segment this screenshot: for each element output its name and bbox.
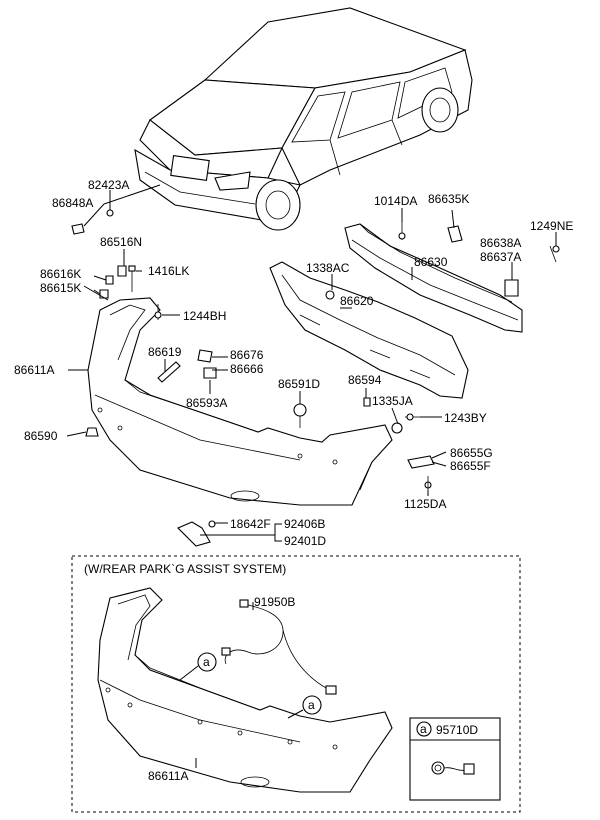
label-86611a-bottom: 86611A <box>148 769 188 783</box>
label-86638a: 86638A <box>480 236 521 250</box>
label-95710d: 95710D <box>436 723 478 737</box>
part-labels: 82423A 86848A 86516N 86616K 86615K 1416L… <box>14 178 573 548</box>
label-86655g: 86655G <box>450 446 493 460</box>
label-1416lk: 1416LK <box>148 264 189 278</box>
bumper-cover-main <box>87 297 393 506</box>
label-86620: 86620 <box>340 294 374 308</box>
label-86666: 86666 <box>230 362 264 376</box>
label-1335ja: 1335JA <box>372 394 413 408</box>
callout-a-legend: a <box>420 722 427 736</box>
inset-title: (W/REAR PARK`G ASSIST SYSTEM) <box>84 562 286 576</box>
label-1125da: 1125DA <box>404 497 446 511</box>
leader-lines <box>66 184 557 542</box>
callout-a-1: a <box>203 655 210 669</box>
label-18642f: 18642F <box>230 517 271 531</box>
label-86637a: 86637A <box>480 250 521 264</box>
label-91950b: 91950B <box>254 595 295 609</box>
label-92401d: 92401D <box>284 534 326 548</box>
label-86630: 86630 <box>414 255 448 269</box>
label-1338ac: 1338AC <box>306 261 350 275</box>
label-86594: 86594 <box>348 373 382 387</box>
small-parts <box>71 209 560 547</box>
label-1249ne: 1249NE <box>530 219 573 233</box>
energy-absorber <box>269 261 469 399</box>
label-86591d: 86591D <box>278 377 320 391</box>
label-86516n: 86516N <box>100 235 142 249</box>
label-86848a: 86848A <box>52 196 93 210</box>
back-beam <box>344 223 523 333</box>
label-86676: 86676 <box>230 348 264 362</box>
label-86593a: 86593A <box>186 396 227 410</box>
label-1014da: 1014DA <box>374 194 417 208</box>
label-1244bh: 1244BH <box>183 309 226 323</box>
label-86619: 86619 <box>148 345 182 359</box>
label-86615k: 86615K <box>40 281 81 295</box>
label-82423a: 82423A <box>88 178 129 192</box>
label-92406b: 92406B <box>284 517 325 531</box>
label-86616k: 86616K <box>40 267 81 281</box>
label-86590: 86590 <box>24 429 58 443</box>
label-86611a-top: 86611A <box>14 363 54 377</box>
rear-park-assist-inset: (W/REAR PARK`G ASSIST SYSTEM) 91950B a a… <box>71 555 521 813</box>
callout-a-2: a <box>308 698 315 712</box>
label-1243by: 1243BY <box>444 411 487 425</box>
car-illustration <box>134 7 473 231</box>
label-86635k: 86635K <box>428 192 469 206</box>
label-86655f: 86655F <box>450 459 491 473</box>
